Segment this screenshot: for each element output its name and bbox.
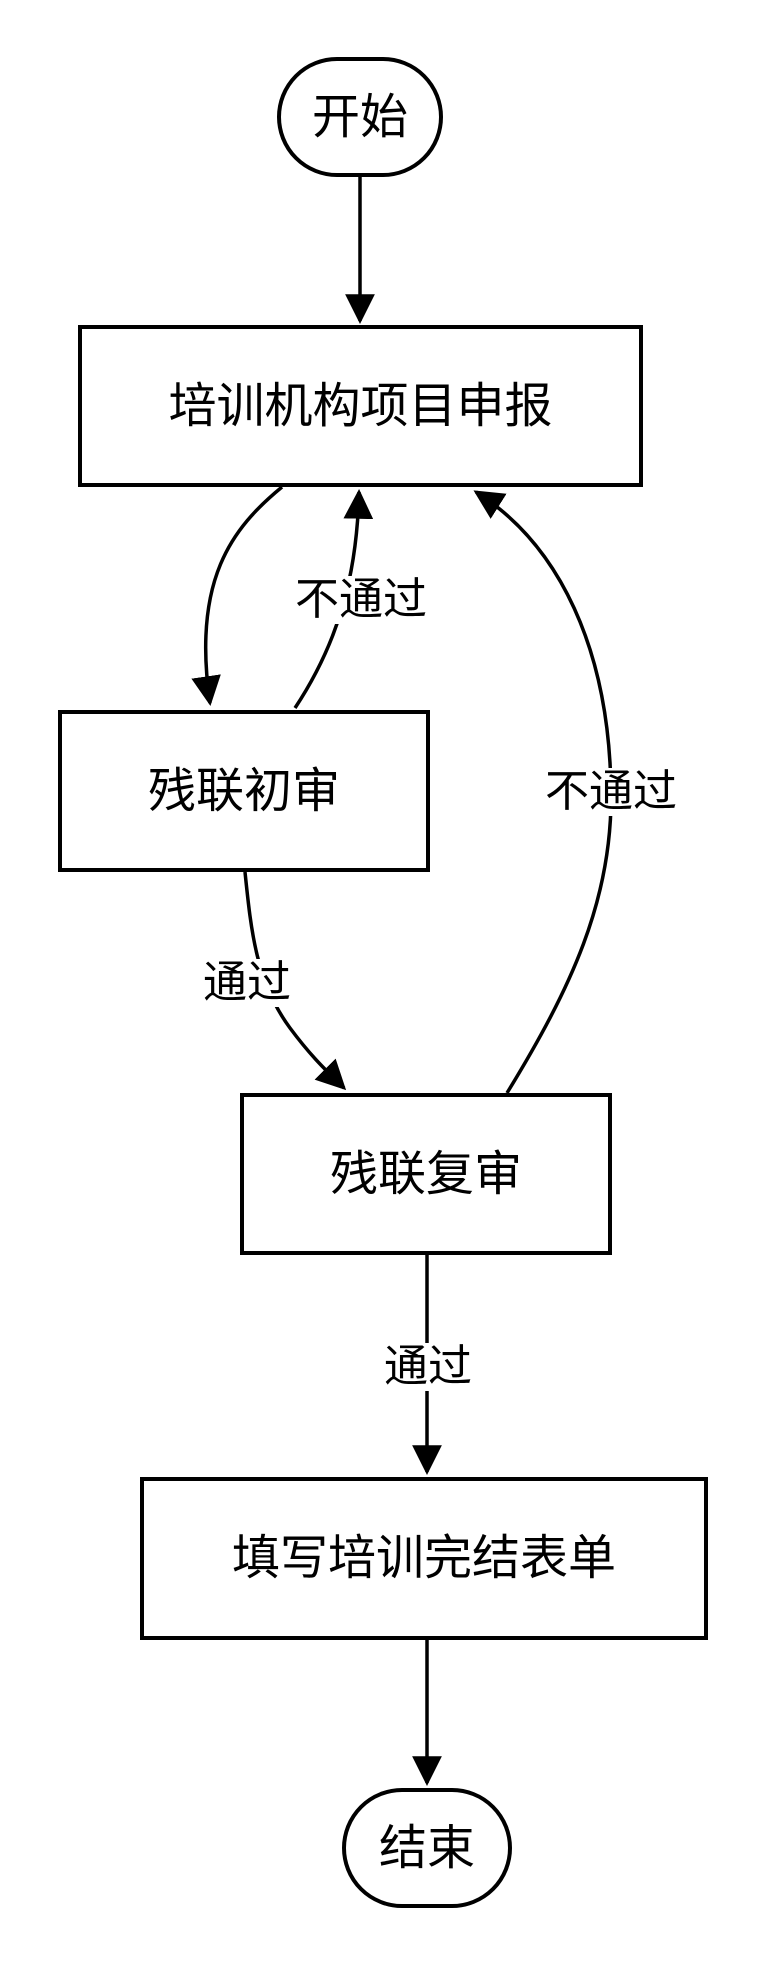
project-application-node-label: 培训机构项目申报 <box>168 377 553 434</box>
end-node-label: 结束 <box>378 1819 475 1876</box>
edge-label-second-review-pass: 通过 <box>374 1343 482 1391</box>
second-review-node-label: 残联复审 <box>329 1145 522 1202</box>
first-review-node-label: 残联初审 <box>147 762 340 819</box>
start-node-label: 开始 <box>311 88 408 145</box>
edge-first-review-to-second-review-pass <box>243 871 347 1091</box>
edge-label-first-review-pass: 通过 <box>193 959 301 1007</box>
project-application-node: 培训机构项目申报 <box>78 325 643 487</box>
edge-apply-to-first-review <box>191 485 284 706</box>
start-node: 开始 <box>277 57 443 177</box>
edge-label-second-review-fail: 不通过 <box>535 768 687 816</box>
completion-form-node-label: 填写培训完结表单 <box>231 1530 616 1587</box>
completion-form-node: 填写培训完结表单 <box>140 1477 708 1640</box>
edge-label-first-review-fail: 不通过 <box>285 576 437 624</box>
second-review-node: 残联复审 <box>240 1093 612 1255</box>
first-review-node: 残联初审 <box>58 710 430 872</box>
end-node: 结束 <box>342 1788 512 1908</box>
